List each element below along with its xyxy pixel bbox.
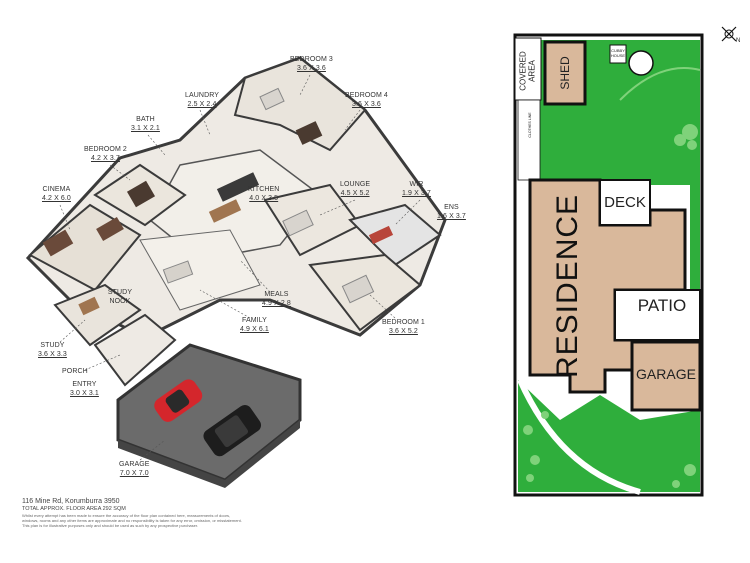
cubby-circle bbox=[628, 50, 654, 76]
garden-path bbox=[517, 378, 641, 495]
site-label-residence: RESIDENCE bbox=[551, 193, 584, 378]
total-area: TOTAL APPROX. FLOOR AREA 292 SQM bbox=[22, 506, 126, 512]
cubby-house bbox=[609, 44, 627, 64]
site-label-patio: PATIO bbox=[637, 296, 687, 315]
shrubs bbox=[523, 124, 698, 488]
black-car bbox=[203, 405, 262, 457]
site-plan bbox=[513, 26, 737, 497]
furniture bbox=[42, 87, 394, 316]
red-car bbox=[154, 379, 203, 422]
lawn-bottom bbox=[518, 380, 700, 492]
shed-box bbox=[543, 40, 587, 106]
site-label-cubby-house: CUBBY HOUSE bbox=[610, 48, 626, 58]
disclaimer-line-3: This plan is for illustrative purposes o… bbox=[22, 523, 199, 528]
garage-box bbox=[630, 340, 702, 412]
site-label-garage: GARAGE bbox=[636, 366, 696, 382]
house-structure bbox=[25, 56, 447, 387]
room-label-study-nook: STUDY NOOK bbox=[107, 289, 133, 305]
room-label-bedroom-1: BEDROOM 13.6 x 5.2 bbox=[382, 319, 425, 335]
patio-box bbox=[614, 289, 701, 341]
room-label-bedroom-4: BEDROOM 43.6 x 3.6 bbox=[345, 92, 388, 108]
compass-north-label: N bbox=[736, 38, 741, 44]
disclaimer-line-1: Whilst every attempt has been made to en… bbox=[22, 513, 231, 518]
room-label-porch: PORCH bbox=[62, 368, 88, 375]
disclaimer-line-2: windows, rooms and any other items are a… bbox=[22, 518, 242, 523]
floorplan-3d bbox=[25, 56, 447, 488]
room-label-bedroom-3: BEDROOM 33.6 x 3.6 bbox=[290, 56, 333, 72]
compass-icon bbox=[721, 26, 737, 42]
floorplan-footer: 116 Mine Rd, Korumburra 3950 TOTAL APPRO… bbox=[22, 498, 352, 528]
property-address: 116 Mine Rd, Korumburra 3950 bbox=[22, 498, 120, 505]
deck-box bbox=[599, 179, 651, 226]
site-label-shed: SHED bbox=[558, 56, 572, 90]
site-label-deck: DECK bbox=[604, 194, 646, 211]
room-label-bedroom-2: BEDROOM 24.2 x 3.7 bbox=[84, 146, 127, 162]
site-label-clothes-line: CLOTHES LINE bbox=[528, 112, 532, 138]
site-label-covered-area: COVERED AREA bbox=[518, 51, 537, 91]
covered-area-box bbox=[514, 37, 542, 101]
